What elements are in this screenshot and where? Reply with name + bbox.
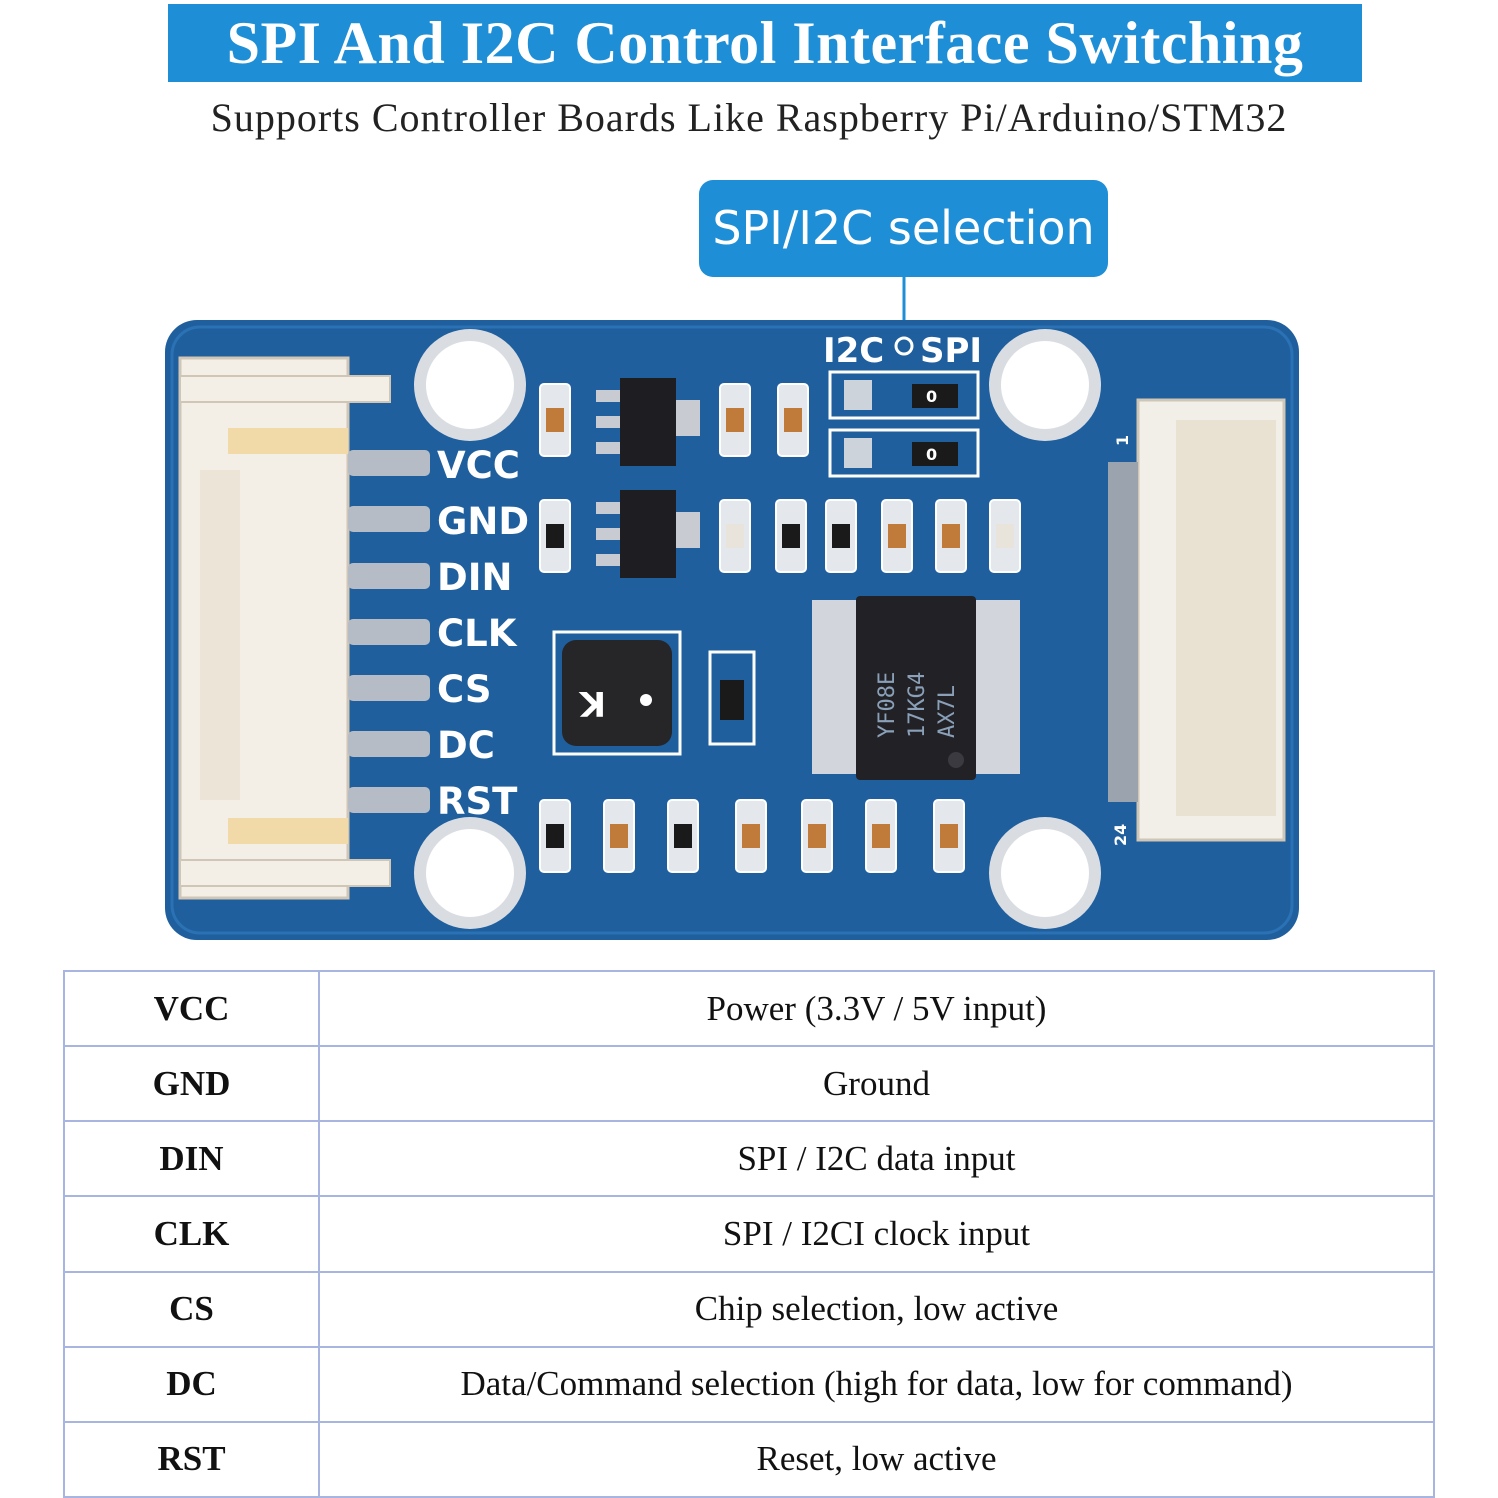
- svg-text:AX7L: AX7L: [935, 685, 960, 738]
- pin-description-cell: Data/Command selection (high for data, l…: [318, 1345, 1435, 1423]
- buzzer-mark: K: [578, 683, 606, 723]
- driver-ic: [812, 596, 1020, 780]
- pcb-board: [165, 320, 1299, 940]
- page-title: SPI And I2C Control Interface Switching: [168, 4, 1362, 82]
- mounting-holes: [414, 329, 1101, 929]
- pin-label-gnd: GND: [437, 500, 529, 543]
- page-subtitle: Supports Controller Boards Like Raspberr…: [210, 95, 1288, 140]
- svg-text:YF08E: YF08E: [875, 672, 900, 738]
- fpc-pin-end-label: 24: [1111, 824, 1130, 846]
- passive-components-bottom: [539, 799, 965, 873]
- pcb-edge: [170, 325, 1294, 935]
- pin-name-cell: DC: [63, 1345, 320, 1423]
- table-row: GND Ground: [63, 1045, 1435, 1123]
- table-row: CLK SPI / I2CI clock input: [63, 1195, 1435, 1273]
- pin-name-cell: CS: [63, 1270, 320, 1348]
- diode-component: [708, 650, 756, 746]
- pin-pads: [348, 450, 430, 813]
- pin-description-cell: SPI / I2CI clock input: [318, 1195, 1435, 1273]
- board-illustration: VCC GND DIN CLK CS DC RST I2C SPI 0 0: [165, 277, 1299, 940]
- selector-label-spi: SPI: [920, 331, 982, 371]
- table-row: RST Reset, low active: [63, 1420, 1435, 1498]
- spi-i2c-selection-callout: SPI/I2C selection: [699, 180, 1108, 277]
- jumper-resistor-code-2: 0: [926, 445, 937, 464]
- pin-description-cell: Ground: [318, 1045, 1435, 1123]
- pin-description-cell: SPI / I2C data input: [318, 1120, 1435, 1198]
- pin-description-cell: Chip selection, low active: [318, 1270, 1435, 1348]
- pin-description-cell: Power (3.3V / 5V input): [318, 969, 1435, 1048]
- pin-name-cell: GND: [63, 1045, 320, 1123]
- driver-ic-marking: YF08E 17KG4 AX7L: [875, 672, 960, 738]
- pin-label-din: DIN: [437, 556, 512, 599]
- pin-label-cs: CS: [437, 668, 492, 711]
- pin-label-rst: RST: [437, 780, 518, 823]
- fpc-pin-start-label: 1: [1113, 435, 1132, 446]
- pin-label-vcc: VCC: [437, 444, 520, 487]
- table-row: CS Chip selection, low active: [63, 1270, 1435, 1348]
- pin-name-cell: CLK: [63, 1195, 320, 1273]
- svg-text:17KG4: 17KG4: [905, 672, 930, 738]
- selector-jumpers: [828, 370, 980, 478]
- pin-name-cell: RST: [63, 1420, 320, 1498]
- voltage-regulators: [596, 378, 700, 578]
- pin-label-clk: CLK: [437, 612, 518, 655]
- table-row: VCC Power (3.3V / 5V input): [63, 969, 1435, 1048]
- fpc-connector: [1108, 398, 1286, 842]
- pin-name-cell: DIN: [63, 1120, 320, 1198]
- pin-header-connector: [178, 356, 391, 900]
- table-row: DC Data/Command selection (high for data…: [63, 1345, 1435, 1423]
- pin-description-cell: Reset, low active: [318, 1420, 1435, 1498]
- pin-description-table: VCC Power (3.3V / 5V input) GND Ground D…: [63, 969, 1435, 1498]
- selector-label-i2c: I2C: [823, 331, 884, 371]
- passive-components: [539, 383, 1021, 573]
- selector-test-point: [894, 336, 914, 356]
- pin-name-cell: VCC: [63, 969, 320, 1048]
- table-row: DIN SPI / I2C data input: [63, 1120, 1435, 1198]
- jumper-resistor-code-1: 0: [926, 387, 937, 406]
- pin-label-dc: DC: [437, 724, 495, 767]
- buzzer-component: [552, 630, 682, 756]
